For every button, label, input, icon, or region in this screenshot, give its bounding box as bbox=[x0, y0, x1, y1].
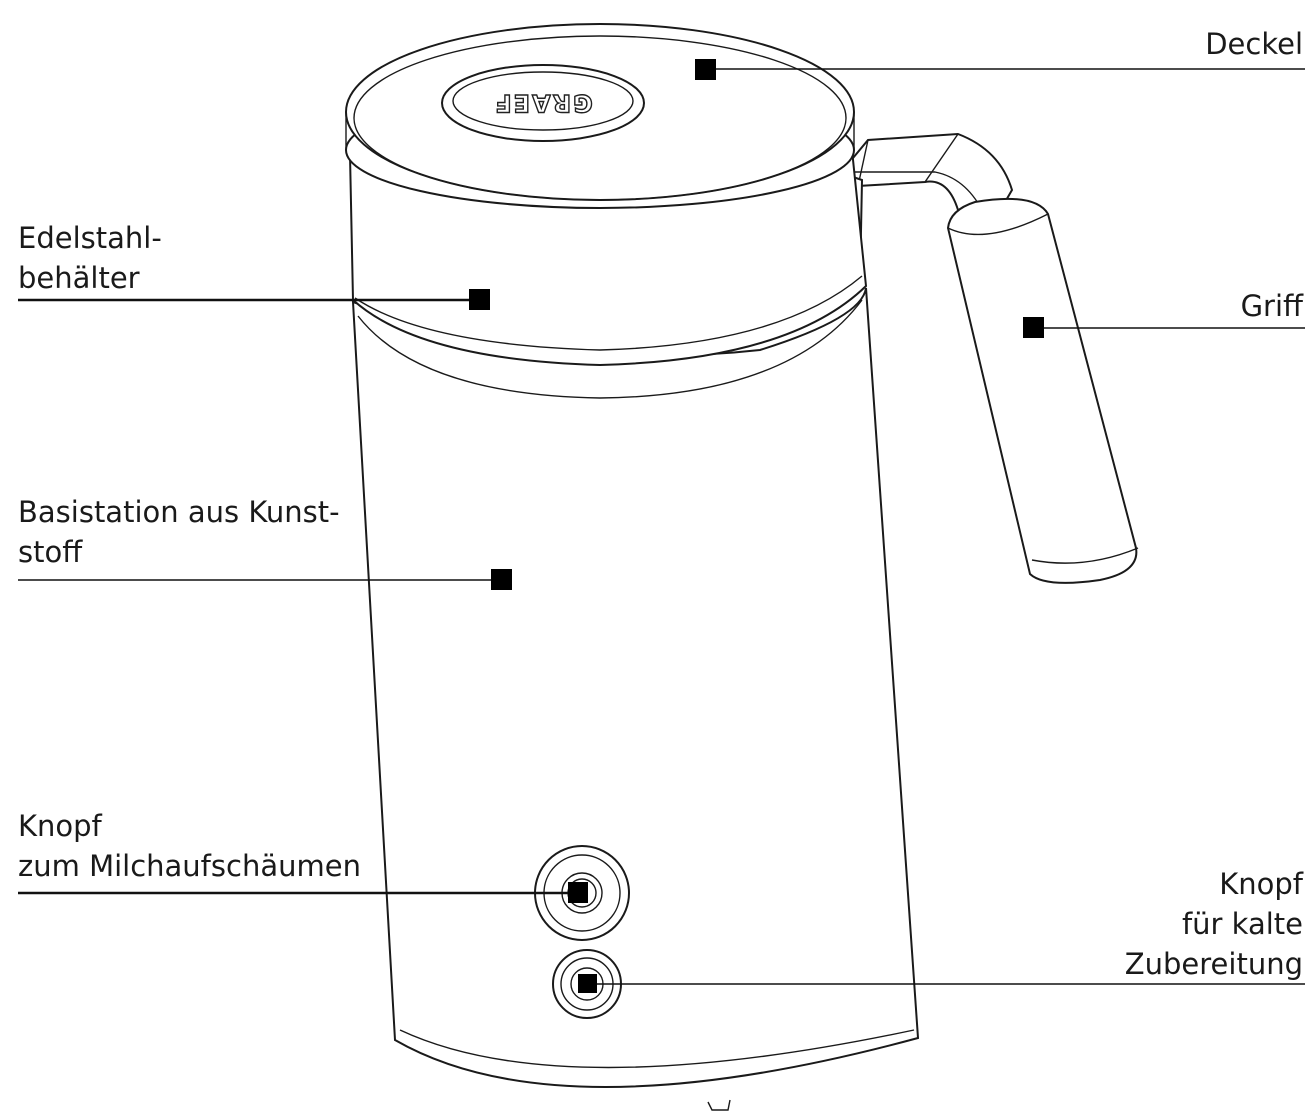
lid: GRAEF bbox=[345, 23, 855, 209]
label-basis: Basistation aus Kunst- stoff bbox=[18, 492, 340, 572]
marker-deckel bbox=[695, 59, 716, 80]
label-griff: Griff bbox=[1240, 289, 1303, 323]
marker-knopf-milch bbox=[568, 882, 588, 903]
label-knopf-milch-line2: zum Milchaufschäumen bbox=[18, 849, 361, 883]
marker-basis bbox=[491, 569, 512, 590]
marker-griff bbox=[1023, 317, 1044, 338]
marker-edelstahl bbox=[469, 289, 490, 310]
label-knopf-kalt-line3: Zubereitung bbox=[1124, 947, 1303, 981]
label-knopf-kalt: Knopf für kalte Zubereitung bbox=[1125, 864, 1303, 984]
markers bbox=[469, 59, 1044, 993]
logo-text: GRAEF bbox=[493, 89, 593, 117]
leader-lines bbox=[18, 68, 1305, 985]
label-basis-line1: Basistation aus Kunst- bbox=[18, 495, 340, 529]
marker-knopf-kalt bbox=[578, 974, 597, 993]
base-station bbox=[351, 287, 920, 1111]
label-edelstahl: Edelstahl- behälter bbox=[18, 218, 162, 298]
logo-plate bbox=[441, 64, 645, 142]
label-knopf-kalt-line1: Knopf bbox=[1219, 867, 1303, 901]
label-deckel: Deckel bbox=[1205, 27, 1303, 61]
label-knopf-milch: Knopf zum Milchaufschäumen bbox=[18, 806, 361, 886]
label-edelstahl-line1: Edelstahl- bbox=[18, 221, 162, 255]
label-knopf-milch-line1: Knopf bbox=[18, 809, 102, 843]
label-basis-line2: stoff bbox=[18, 535, 83, 569]
stainless-container bbox=[348, 148, 868, 367]
label-edelstahl-line2: behälter bbox=[18, 261, 140, 295]
label-knopf-kalt-line2: für kalte bbox=[1181, 907, 1303, 941]
